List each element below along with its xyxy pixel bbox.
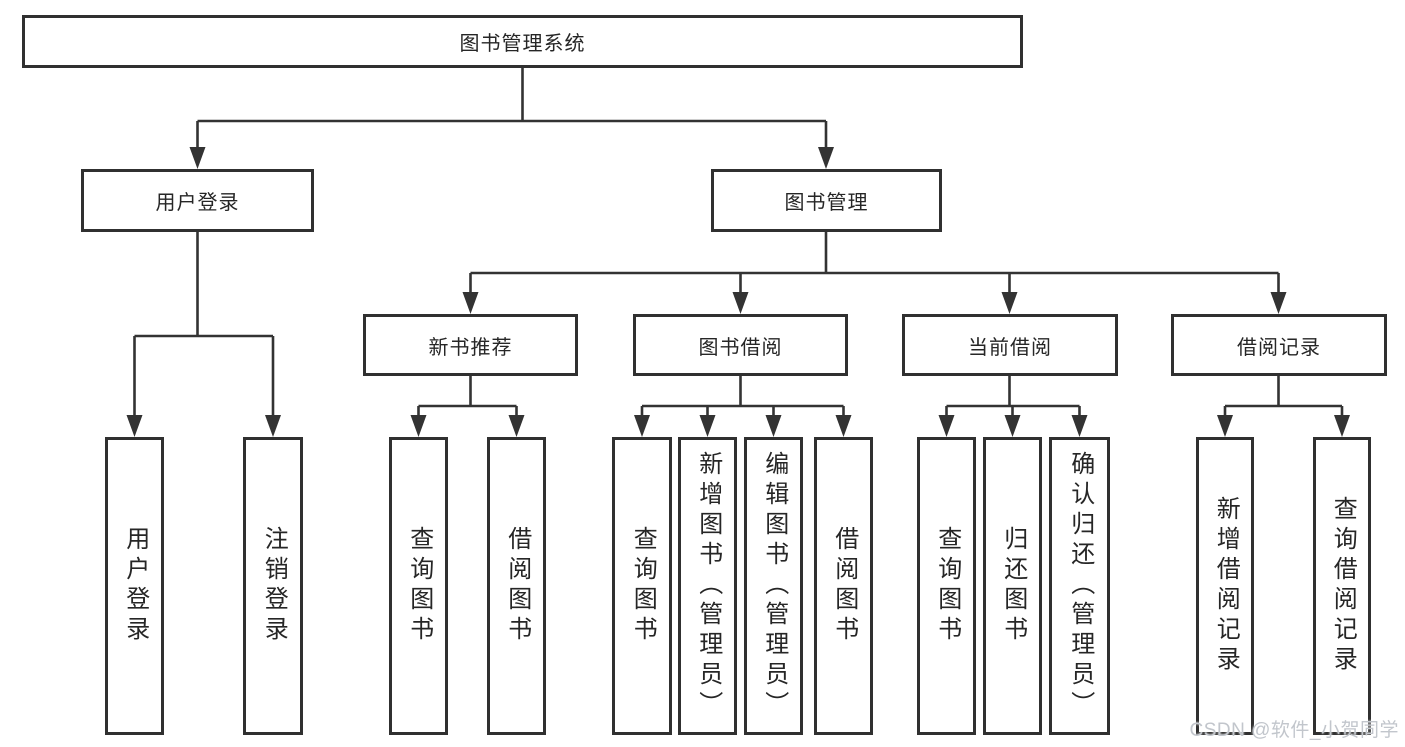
leaf-query-books-current: 查询图书	[917, 437, 976, 735]
leaf-label: 查询借阅记录	[1329, 496, 1357, 676]
leaf-label: 查询图书	[405, 526, 433, 646]
leaf-edit-books-admin: 编辑图书（管理员）	[744, 437, 803, 735]
leaf-label: 查询图书	[933, 526, 961, 646]
leaf-add-borrow-record: 新增借阅记录	[1196, 437, 1254, 735]
leaf-add-books-admin: 新增图书（管理员）	[678, 437, 737, 735]
node-book-borrowing: 图书借阅	[633, 314, 848, 376]
leaf-borrow-books: 借阅图书	[814, 437, 873, 735]
node-user-login: 用户登录	[81, 169, 314, 232]
leaf-label: 借阅图书	[830, 526, 858, 646]
leaf-confirm-return-admin: 确认归还（管理员）	[1049, 437, 1110, 735]
leaf-logout: 注销登录	[243, 437, 303, 735]
leaf-label: 借阅图书	[503, 526, 531, 646]
leaf-label: 新增图书（管理员）	[694, 451, 722, 721]
leaf-label: 查询图书	[629, 526, 657, 646]
csdn-watermark: CSDN @软件_小贺同学	[1189, 720, 1399, 741]
arrowheads	[126, 147, 1350, 437]
leaf-label: 确认归还（管理员）	[1066, 451, 1094, 721]
node-borrowing-records: 借阅记录	[1171, 314, 1387, 376]
leaf-label: 编辑图书（管理员）	[760, 451, 788, 721]
leaf-label: 归还图书	[999, 526, 1027, 646]
leaf-query-books-borrow: 查询图书	[612, 437, 672, 735]
leaf-label: 新增借阅记录	[1212, 496, 1240, 676]
leaf-query-borrow-record: 查询借阅记录	[1313, 437, 1371, 735]
node-current-borrowing: 当前借阅	[902, 314, 1118, 376]
node-book-management: 图书管理	[711, 169, 942, 232]
leaf-query-books-recommend: 查询图书	[389, 437, 448, 735]
leaf-user-login: 用户登录	[105, 437, 164, 735]
leaf-return-books: 归还图书	[983, 437, 1042, 735]
node-new-book-recommendation: 新书推荐	[363, 314, 578, 376]
leaf-label: 注销登录	[260, 526, 288, 646]
leaf-borrow-books-recommend: 借阅图书	[487, 437, 546, 735]
leaf-label: 用户登录	[121, 526, 149, 646]
node-root-library-management-system: 图书管理系统	[22, 15, 1023, 68]
